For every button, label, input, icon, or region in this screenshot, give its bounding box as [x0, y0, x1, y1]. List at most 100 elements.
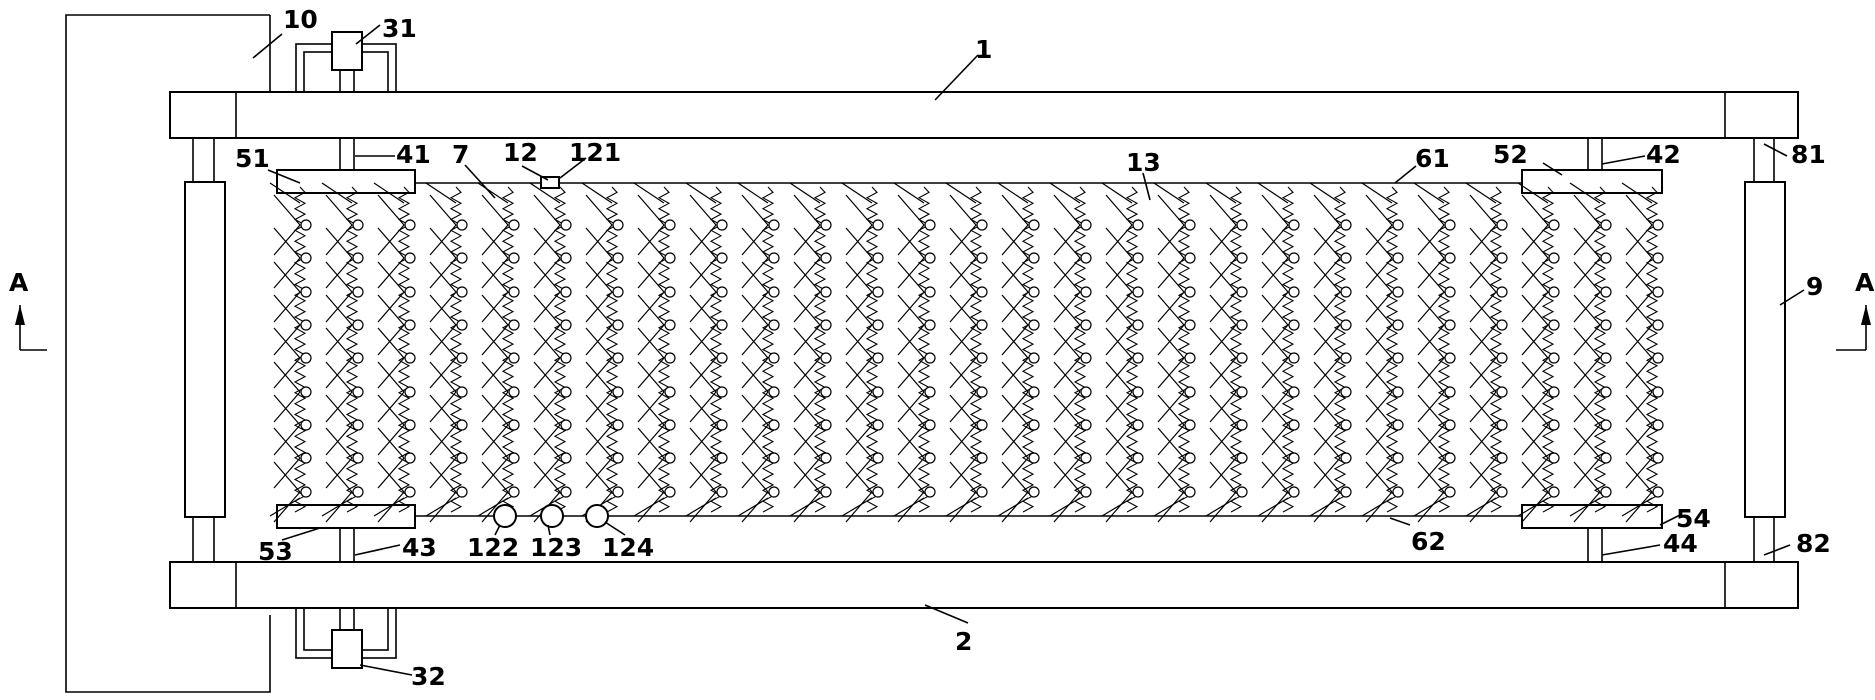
link-arm	[897, 294, 925, 326]
pivot-node	[1028, 319, 1040, 331]
link-arm	[1569, 182, 1601, 204]
pivot-node	[1652, 352, 1664, 364]
link-arm	[1101, 497, 1133, 517]
pivot-node	[820, 352, 832, 364]
pivot-node	[1548, 386, 1560, 398]
link-arm	[1413, 497, 1445, 517]
link-arm	[637, 427, 665, 459]
link-arm	[1105, 461, 1133, 493]
pivot-node	[612, 452, 624, 464]
pivot-node	[716, 286, 728, 298]
pivot-node	[508, 286, 520, 298]
link-arm	[1313, 394, 1341, 426]
pivot-node	[1444, 352, 1456, 364]
label-7: 7	[452, 140, 469, 169]
link-arm	[585, 324, 613, 356]
pivot-node	[872, 386, 884, 398]
link-arm	[1105, 194, 1133, 226]
pivot-node	[404, 319, 416, 331]
pivot-node	[1080, 352, 1092, 364]
pivot-node	[872, 319, 884, 331]
spring-coil	[1489, 186, 1503, 513]
link-arm	[1205, 182, 1237, 204]
link-arm	[429, 194, 457, 226]
link-arm	[429, 294, 457, 326]
link-arm	[425, 497, 457, 517]
link-arm	[1001, 294, 1029, 326]
spring-coil	[1281, 186, 1295, 513]
pivot-node	[1444, 419, 1456, 431]
pivot-node	[1392, 419, 1404, 431]
pivot-node	[768, 486, 780, 498]
link-arm	[1417, 427, 1445, 459]
link-arm	[949, 257, 977, 289]
link-arm	[949, 457, 977, 489]
link-arm	[1573, 324, 1601, 356]
beam-top	[169, 91, 1799, 139]
pivot-node	[924, 252, 936, 264]
link-arm	[637, 291, 665, 323]
pivot-node	[1184, 419, 1196, 431]
pivot-node	[1600, 252, 1612, 264]
link-arm	[793, 361, 821, 393]
link-arm	[793, 357, 821, 389]
link-arm	[1105, 224, 1133, 256]
link-arm	[1157, 224, 1185, 256]
pivot-node	[924, 219, 936, 231]
link-arm	[1469, 361, 1497, 393]
link-arm	[741, 224, 769, 256]
link-arm	[1521, 357, 1549, 389]
link-arm	[1365, 427, 1393, 459]
pivot-node	[508, 452, 520, 464]
pivot-node	[716, 319, 728, 331]
link-arm	[1157, 357, 1185, 389]
pivot-node	[1236, 386, 1248, 398]
pivot-node	[1392, 286, 1404, 298]
link-arm	[737, 182, 769, 204]
link-arm	[1417, 361, 1445, 393]
link-arm	[429, 327, 457, 359]
label-13: 13	[1126, 148, 1161, 177]
link-arm	[1573, 424, 1601, 456]
pivot-node	[1340, 452, 1352, 464]
link-arm	[533, 291, 561, 323]
link-arm	[1105, 424, 1133, 456]
link-arm	[1049, 182, 1081, 204]
link-arm	[1209, 324, 1237, 356]
link-arm	[1625, 391, 1653, 423]
pivot-node	[976, 319, 988, 331]
link-arm	[1361, 182, 1393, 204]
pivot-node	[560, 219, 572, 231]
link-arm	[321, 497, 353, 517]
label-82: 82	[1796, 529, 1831, 558]
label-32: 32	[411, 662, 446, 691]
link-arm	[325, 227, 353, 259]
link-arm	[1625, 427, 1653, 459]
pivot-node	[664, 352, 676, 364]
link-arm	[1157, 361, 1185, 393]
pivot-node	[1496, 386, 1508, 398]
link-arm	[845, 461, 873, 493]
link-arm	[1053, 224, 1081, 256]
pivot-node	[1444, 386, 1456, 398]
link-arm	[1157, 257, 1185, 289]
pivot-node	[820, 486, 832, 498]
link-arm	[1313, 357, 1341, 389]
link-arm	[737, 497, 769, 517]
pivot-node	[1444, 219, 1456, 231]
link-arm	[1621, 182, 1653, 204]
link-arm	[325, 461, 353, 493]
link-arm	[377, 294, 405, 326]
pivot-node	[1340, 252, 1352, 264]
pivot-node	[1392, 452, 1404, 464]
link-arm	[1261, 261, 1289, 293]
link-arm	[325, 261, 353, 293]
link-arm	[1001, 424, 1029, 456]
link-arm	[273, 294, 301, 326]
link-arm	[637, 457, 665, 489]
link-arm	[1261, 457, 1289, 489]
pivot-node	[1496, 219, 1508, 231]
pivot-node	[872, 452, 884, 464]
link-arm	[1209, 394, 1237, 426]
link-arm	[1573, 391, 1601, 423]
